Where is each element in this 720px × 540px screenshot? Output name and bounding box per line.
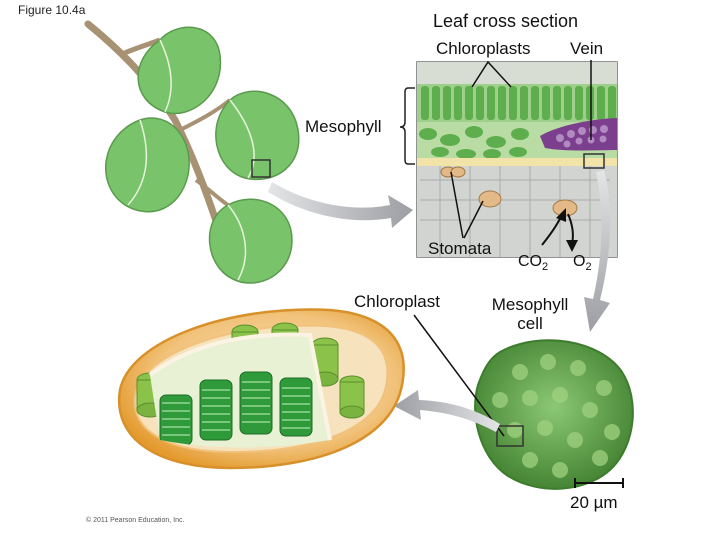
stem-branch	[179, 98, 232, 132]
upper-epidermis	[417, 62, 617, 84]
co2-label: CO2	[518, 253, 548, 273]
o2-subscript: 2	[585, 261, 592, 273]
leaf-cross-section-illustration	[416, 61, 618, 258]
mesophyll-cell-illustration	[474, 339, 634, 490]
stomata-pointer	[450, 171, 464, 239]
thylakoid-cutaway	[150, 334, 330, 448]
lower-epidermis	[417, 166, 617, 257]
palisade-cells	[421, 86, 616, 120]
leaf-branch-illustration	[84, 20, 300, 284]
o2-label: O2	[573, 253, 592, 273]
mesophyll-cell-label-line1: Mesophyll	[491, 295, 569, 314]
copyright-notice: © 2011 Pearson Education, Inc.	[86, 517, 185, 524]
o2-arrowhead	[566, 240, 578, 252]
cell-chloroplasts	[492, 354, 620, 478]
spongy-cells	[419, 126, 529, 159]
chloroplast-pointer	[413, 314, 505, 437]
leaf-vein	[127, 119, 148, 206]
co2-arrowhead	[556, 208, 566, 222]
mesophyll-label: Mesophyll	[305, 117, 382, 136]
leaf	[208, 198, 293, 284]
grana-stacks-front	[159, 371, 313, 446]
figure-label: Figure 10.4a	[18, 3, 86, 17]
o2-base: O	[573, 253, 586, 270]
cutaway-edge	[148, 332, 332, 441]
zoom-arrow-cell-to-chloroplast	[394, 390, 500, 432]
epidermal-cells	[420, 166, 610, 257]
stomata-label: Stomata	[428, 239, 492, 258]
zoom-box-leaf	[251, 159, 271, 178]
chloroplasts-label: Chloroplasts	[436, 39, 531, 58]
zoom-box-chloroplast	[496, 425, 524, 447]
stomata-pointer	[463, 200, 484, 239]
co2-base: CO	[518, 253, 542, 270]
scale-bar-label: 20 µm	[570, 493, 618, 512]
chloroplast-illustration	[117, 308, 405, 470]
vein-label: Vein	[570, 39, 604, 58]
leaf-vein	[227, 204, 247, 281]
scale-bar	[574, 478, 624, 488]
stoma	[450, 166, 466, 178]
stoma	[478, 190, 502, 208]
thylakoid-lines	[162, 381, 310, 436]
vein-bundle	[540, 118, 617, 151]
leaf	[104, 117, 190, 213]
mesophyll-brace	[399, 87, 415, 165]
mesophyll-cell-label: Mesophyll cell	[482, 295, 578, 333]
co2-subscript: 2	[542, 261, 549, 273]
zoom-box-mesophyll-cell	[583, 153, 605, 169]
stem	[84, 20, 236, 274]
zoom-arrow-section-to-cell	[584, 170, 611, 332]
leaf	[215, 90, 300, 180]
leaf-vein	[159, 39, 172, 113]
mesophyll-cell-label-line2: cell	[517, 313, 543, 333]
chloroplast-label: Chloroplast	[354, 292, 440, 311]
leaf-cross-section-label: Leaf cross section	[433, 11, 579, 31]
chloroplasts-pointer	[471, 60, 512, 88]
leaf	[137, 26, 222, 115]
stem-branch	[194, 178, 230, 207]
yellow-layer	[417, 158, 617, 166]
zoom-arrow-leaf-to-section	[268, 182, 413, 228]
